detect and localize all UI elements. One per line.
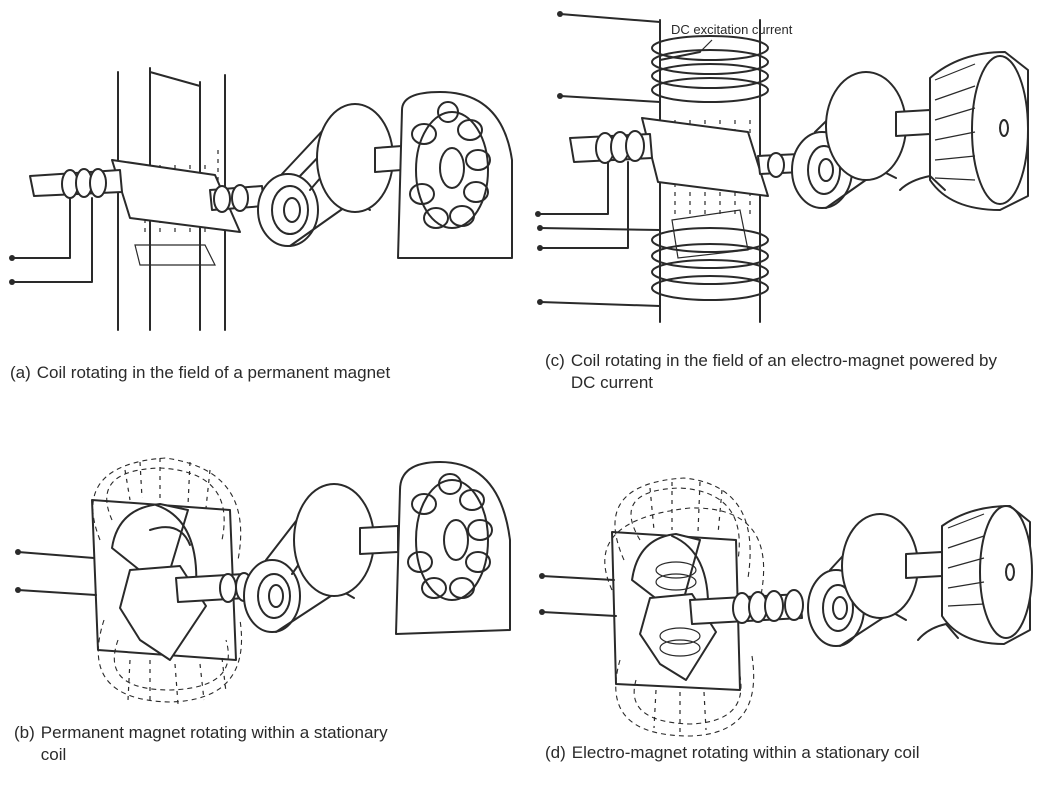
leads-d bbox=[539, 573, 617, 617]
rotating-coil bbox=[111, 159, 241, 233]
caption-c-text: Coil rotating in the field of an electro… bbox=[570, 351, 998, 392]
turbine-b bbox=[395, 461, 511, 635]
caption-b: (b) Permanent magnet rotating within a st… bbox=[14, 722, 444, 766]
panel-c-drawing bbox=[535, 11, 1029, 323]
caption-a-tag: (a) bbox=[10, 363, 31, 382]
flux-lines-d bbox=[604, 477, 765, 737]
belt-drive-b bbox=[243, 483, 399, 633]
turbine-c bbox=[899, 51, 1029, 211]
caption-b-tag: (b) bbox=[14, 723, 35, 742]
caption-a-text: Coil rotating in the field of a permanen… bbox=[36, 363, 391, 382]
shaft-d bbox=[689, 589, 804, 625]
lower-winding bbox=[651, 227, 769, 301]
rotating-coil-c bbox=[641, 117, 769, 197]
caption-b-text: Permanent magnet rotating within a stati… bbox=[40, 723, 388, 764]
caption-a: (a) Coil rotating in the field of a perma… bbox=[10, 362, 470, 384]
belt-drive-a bbox=[257, 103, 403, 247]
panel-b-drawing bbox=[15, 457, 511, 705]
caption-d: (d) Electro-magnet rotating within a stat… bbox=[545, 742, 1015, 764]
shaft-a bbox=[29, 168, 265, 213]
caption-d-tag: (d) bbox=[545, 743, 566, 762]
shaft-c bbox=[569, 130, 803, 178]
dc-excitation-label: DC excitation current bbox=[671, 22, 793, 37]
flux-lines-b bbox=[92, 457, 243, 705]
caption-c: (c) Coil rotating in the field of an elec… bbox=[545, 350, 1025, 394]
belt-drive-c bbox=[791, 71, 931, 209]
turbine-a bbox=[397, 91, 513, 259]
shaft-b bbox=[175, 572, 253, 603]
upper-winding bbox=[651, 35, 769, 103]
leads-a bbox=[9, 197, 93, 285]
dc-excitation-pointer bbox=[699, 39, 713, 53]
caption-d-text: Electro-magnet rotating within a station… bbox=[571, 743, 920, 762]
panel-d-drawing bbox=[539, 477, 1033, 737]
leads-b bbox=[15, 549, 97, 596]
panel-a-drawing bbox=[9, 67, 513, 331]
belt-drive-d bbox=[807, 513, 943, 647]
caption-c-tag: (c) bbox=[545, 351, 565, 370]
leads-c bbox=[535, 11, 661, 307]
turbine-d bbox=[917, 505, 1033, 645]
